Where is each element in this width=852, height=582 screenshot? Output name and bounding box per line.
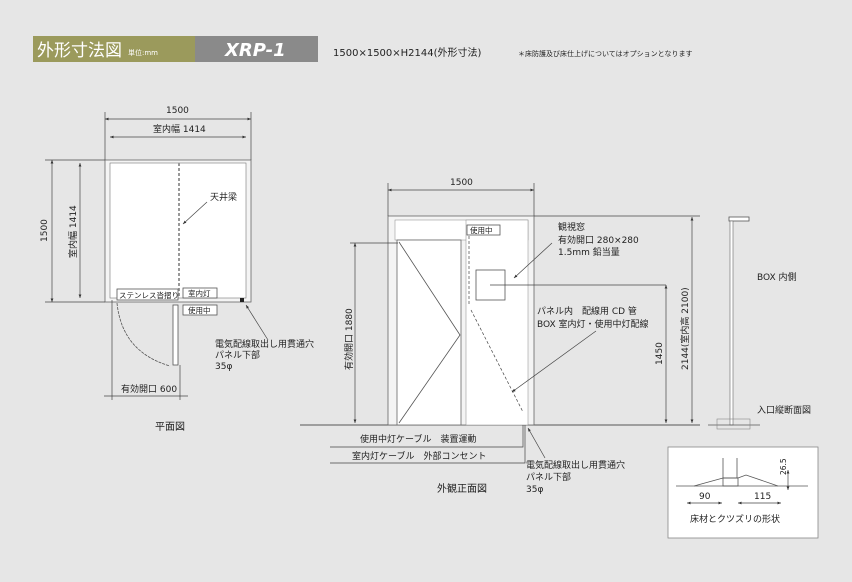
section-caption: 入口縦断面図 [757, 404, 811, 416]
cable-note-2: 室内灯ケーブル 外部コンセント [352, 450, 486, 462]
total-height-dim: 2144(室内高 2100) [679, 287, 691, 370]
opening-height-dim: 有効開口 1880 [343, 308, 355, 370]
unit-label: 単位:mm [128, 48, 158, 57]
room-light-label: 室内灯 [188, 288, 211, 298]
detail-dim-115: 115 [754, 492, 771, 502]
front-hole-note-1: 電気配線取出し用貫通穴 [526, 459, 625, 471]
front-width-dim: 1500 [450, 178, 473, 188]
front-caption: 外観正面図 [437, 482, 487, 495]
plan-hole-note-1: 電気配線取出し用貫通穴 [215, 338, 314, 350]
plan-inner-depth-dim: 室内幅 1414 [67, 205, 79, 258]
window-note-2: 有効開口 280×280 [558, 234, 639, 246]
front-view: 使用中 1500 観視窓 有効開口 280×280 1.5mm 鉛当量 パネル内… [300, 178, 700, 495]
conduit-note-1: パネル内 配線用 CD 管 [537, 305, 637, 317]
conduit-note-2: BOX 室内灯・使用中灯配線 [537, 318, 649, 330]
beam-label: 天井梁 [210, 191, 237, 203]
front-in-use-label: 使用中 [470, 225, 493, 235]
entrance-section: BOX 内側 入口縦断面図 [708, 216, 811, 430]
option-note: ＊床防護及び床仕上げについてはオプションとなります [518, 49, 692, 58]
cable-note-1: 使用中灯ケーブル 装置運動 [360, 433, 476, 445]
front-hole-note-3: 35φ [526, 485, 543, 495]
model-name: XRP-1 [224, 40, 286, 61]
detail-dim-90: 90 [699, 492, 711, 502]
plan-hole-note-2: パネル下部 [215, 349, 260, 361]
window-note-3: 1.5mm 鉛当量 [558, 246, 620, 258]
threshold-label: ステンレス沓摺り [119, 290, 179, 300]
plan-hole-note-3: 35φ [215, 362, 232, 372]
title-band [33, 36, 195, 62]
size-spec: 1500×1500×H2144(外形寸法) [333, 46, 482, 59]
in-use-label: 使用中 [188, 305, 211, 315]
model-band [195, 36, 318, 62]
window-height-dim: 1450 [655, 342, 665, 365]
threshold-detail: 90 115 26.5 床材とクツズリの形状 [667, 446, 819, 539]
front-hole-note-2: パネル下部 [526, 471, 571, 483]
plan-width-dim: 1500 [166, 106, 189, 116]
detail-caption: 床材とクツズリの形状 [690, 513, 780, 525]
window-note-1: 観視窓 [558, 221, 585, 233]
plan-opening-dim: 有効開口 600 [121, 383, 177, 395]
plan-caption: 平面図 [155, 421, 185, 433]
plan-view: 1500 室内幅 1414 1500 室内幅 1414 天井梁 ステンレス沓摺り… [40, 106, 314, 433]
plan-inner-width-dim: 室内幅 1414 [153, 123, 206, 135]
box-inside-label: BOX 内側 [757, 271, 797, 283]
plan-depth-dim: 1500 [40, 219, 50, 242]
sheet-title: 外形寸法図 [37, 41, 122, 61]
detail-dim-265: 26.5 [779, 458, 788, 475]
